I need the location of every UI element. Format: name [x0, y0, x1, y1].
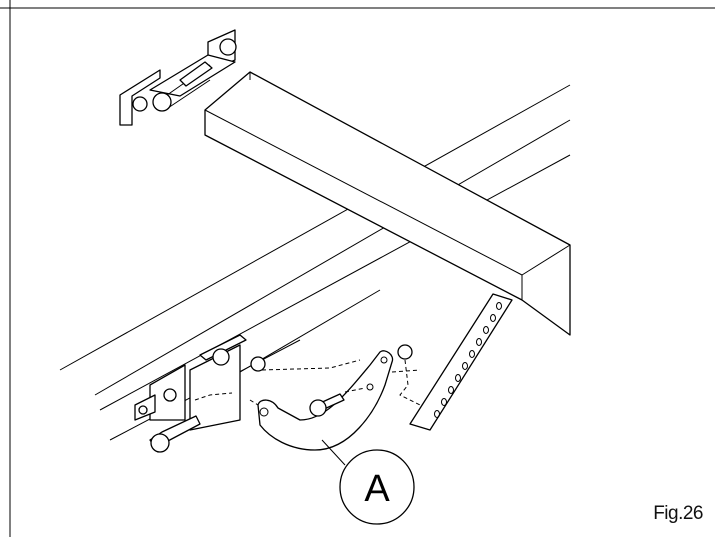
- perforated-strap: [409, 293, 513, 431]
- strap-holes: [434, 302, 502, 418]
- alignment-lines: [194, 359, 421, 406]
- link-part-a: [257, 350, 394, 451]
- crossbar-tube: [204, 71, 571, 336]
- figure-label: Fig.26: [653, 503, 703, 524]
- callout-a: A: [321, 439, 415, 525]
- lower-bracket: [134, 334, 247, 431]
- top-bracket: [119, 29, 237, 126]
- fasteners: [149, 344, 413, 453]
- callout-letter: A: [364, 468, 390, 510]
